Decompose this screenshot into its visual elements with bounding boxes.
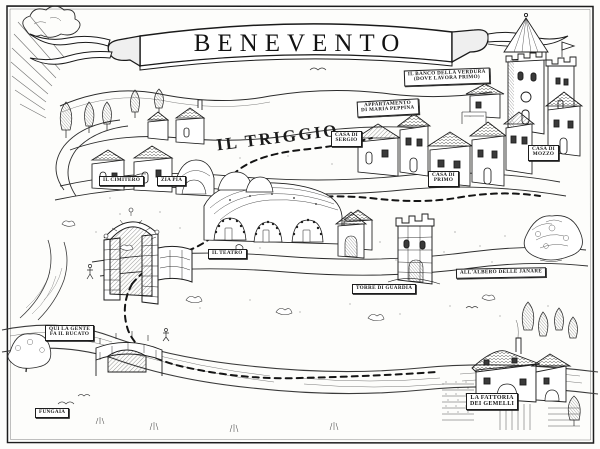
place-label-line1: CASA DI [532,146,555,152]
cypress-trees [59,88,164,138]
shrubs [61,220,496,322]
place-label-line1: IL TEATRO [212,250,243,256]
place-label-zia-pia[interactable]: ZIA PIA [157,176,187,187]
figures [86,244,244,342]
place-label-line1: LA FATTORIA [470,395,514,401]
small-tower [334,211,368,259]
cloud [22,5,81,38]
place-label-line1: FUNGAIA [39,409,66,415]
stream [19,239,68,321]
place-label-line2: PRIMO [433,177,454,184]
cypress-trees-lower [521,301,578,339]
place-label-line2: MOZZO [532,151,555,158]
place-label-fungaia[interactable]: FUNGAIA [35,408,70,419]
place-label-line1: TORRE DI GUARDIA [356,285,413,291]
place-label-il-banco-della-verdura[interactable]: IL BANCO DELLA VERDURA(DOVE LAVORA PRIMO… [403,67,491,87]
small-tree-corner [567,395,581,426]
guard-tower [387,213,441,285]
map-border [6,5,595,444]
place-label-line1: ZIA PIA [161,177,183,183]
place-label-line1: ALL'ALBERO DELLE JANARE [459,268,543,276]
village-right [354,83,584,187]
place-label-torre-di-guardia[interactable]: TORRE DI GUARDIA [352,284,417,295]
title-banner [29,23,569,71]
place-label-line1: IL CIMITERO [103,177,141,183]
village-upper [146,99,274,193]
stone-arch-gate [103,207,193,305]
place-label-line2: DEI GEMELLI [470,401,515,408]
place-label-il-teatro[interactable]: IL TEATRO [208,249,247,260]
place-label-line2: DI MARIA PEPPINA [360,104,415,114]
place-label-line2: FA IL BUCATO [49,331,90,338]
place-label-line2: (DOVE LAVORA PRIMO) [413,74,481,83]
place-label-all-albero-delle-janare[interactable]: ALL'ALBERO DELLE JANARE [455,267,547,280]
place-label-line1: CASA DI [335,132,358,138]
place-label-line1: CASA DI [432,172,455,178]
grass-tufts [95,417,339,433]
birds [57,67,479,405]
place-label-line2: SERGIO [335,137,358,144]
tree-left [7,333,52,373]
crop-fields [442,383,580,430]
place-label-il-cimitero[interactable]: IL CIMITERO [99,176,145,187]
janare-tree [523,215,583,262]
stone-bridge [95,331,163,376]
place-label-line1: QUI LA GENTE [49,326,91,332]
